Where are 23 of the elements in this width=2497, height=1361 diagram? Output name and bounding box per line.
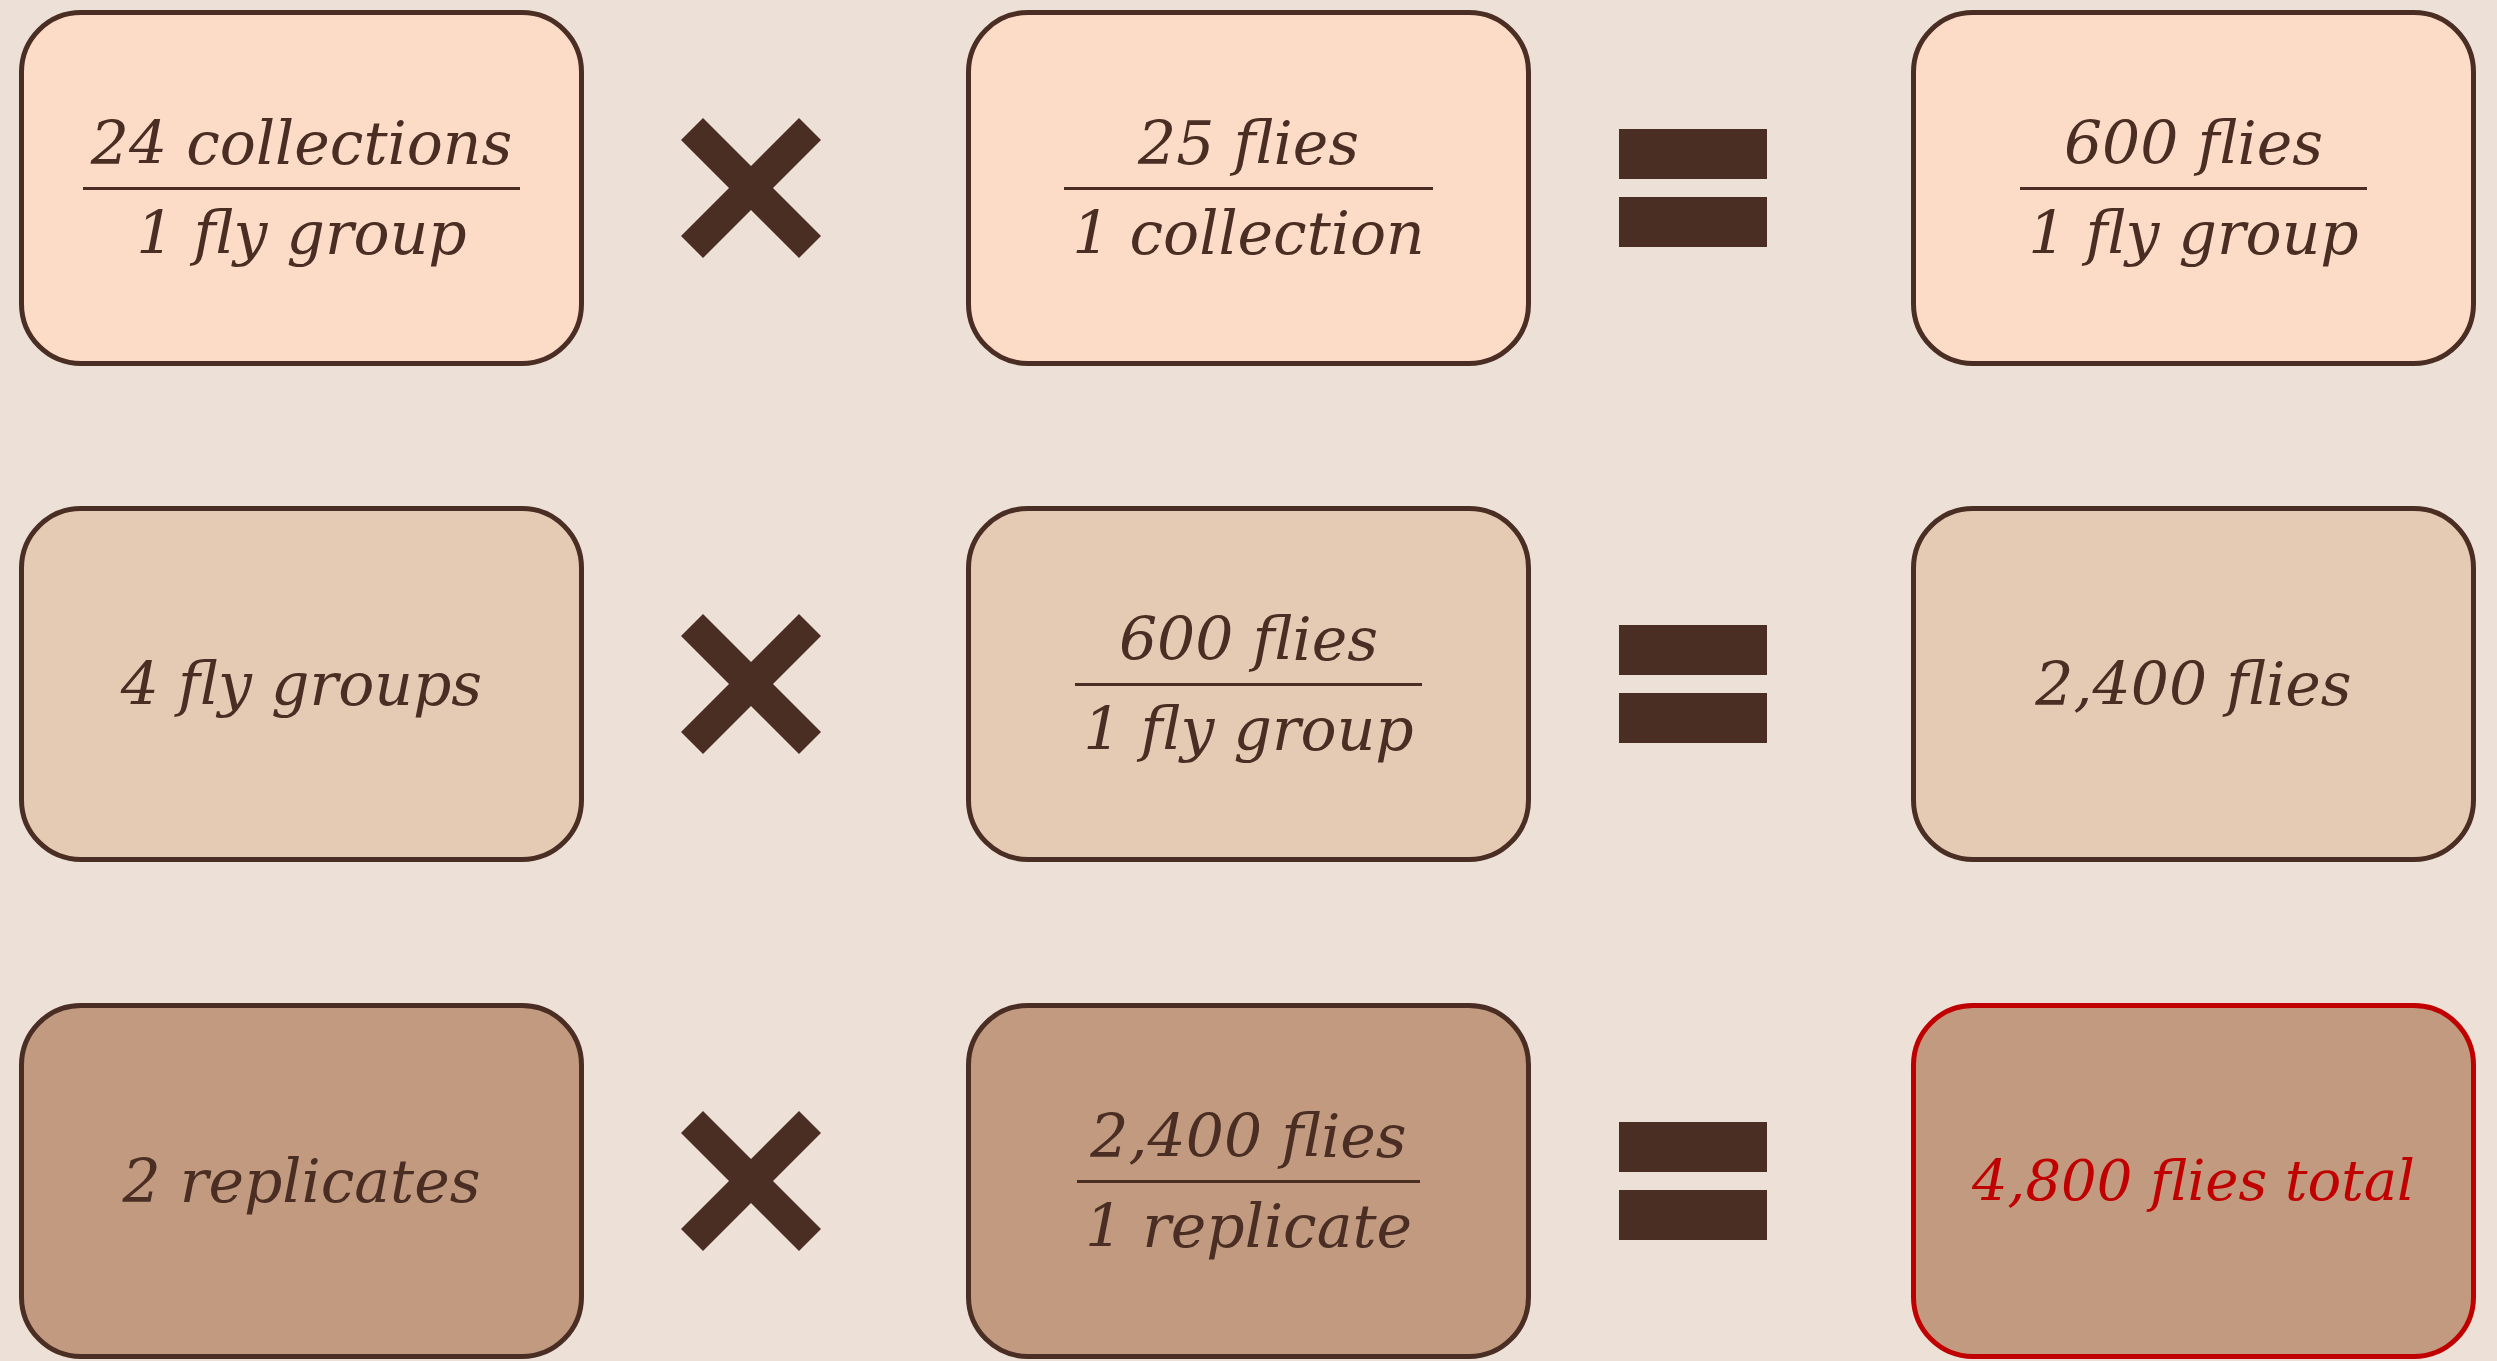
rounded-box: [1911, 506, 2476, 862]
numerator-text: 600 flies: [1117, 602, 1380, 676]
denominator-text: 1 replicate: [1083, 1189, 1414, 1263]
denominator-text: 1 collection: [1071, 196, 1426, 270]
denominator-text: 1 fly group: [135, 196, 468, 270]
rounded-box: [966, 1003, 1531, 1359]
rounded-box: [19, 1003, 584, 1359]
rounded-box: [1911, 1003, 2476, 1359]
denominator-text: 1 fly group: [2027, 196, 2360, 270]
numerator-text: 2,400 flies: [1089, 1099, 1408, 1173]
rounded-box: [966, 506, 1531, 862]
rounded-box: [19, 506, 584, 862]
rounded-box: [19, 10, 584, 366]
quantity-text: 2,400 flies: [2034, 647, 2353, 721]
rounded-box: [966, 10, 1531, 366]
quantity-text: 4 fly groups: [119, 647, 484, 721]
denominator-text: 1 fly group: [1082, 692, 1415, 766]
quantity-text: 4,800 flies total: [1970, 1147, 2417, 1215]
rounded-box: [1911, 10, 2476, 366]
numerator-text: 25 flies: [1137, 106, 1360, 180]
numerator-text: 24 collections: [89, 106, 514, 180]
quantity-text: 2 replicates: [121, 1144, 482, 1218]
numerator-text: 600 flies: [2062, 106, 2325, 180]
